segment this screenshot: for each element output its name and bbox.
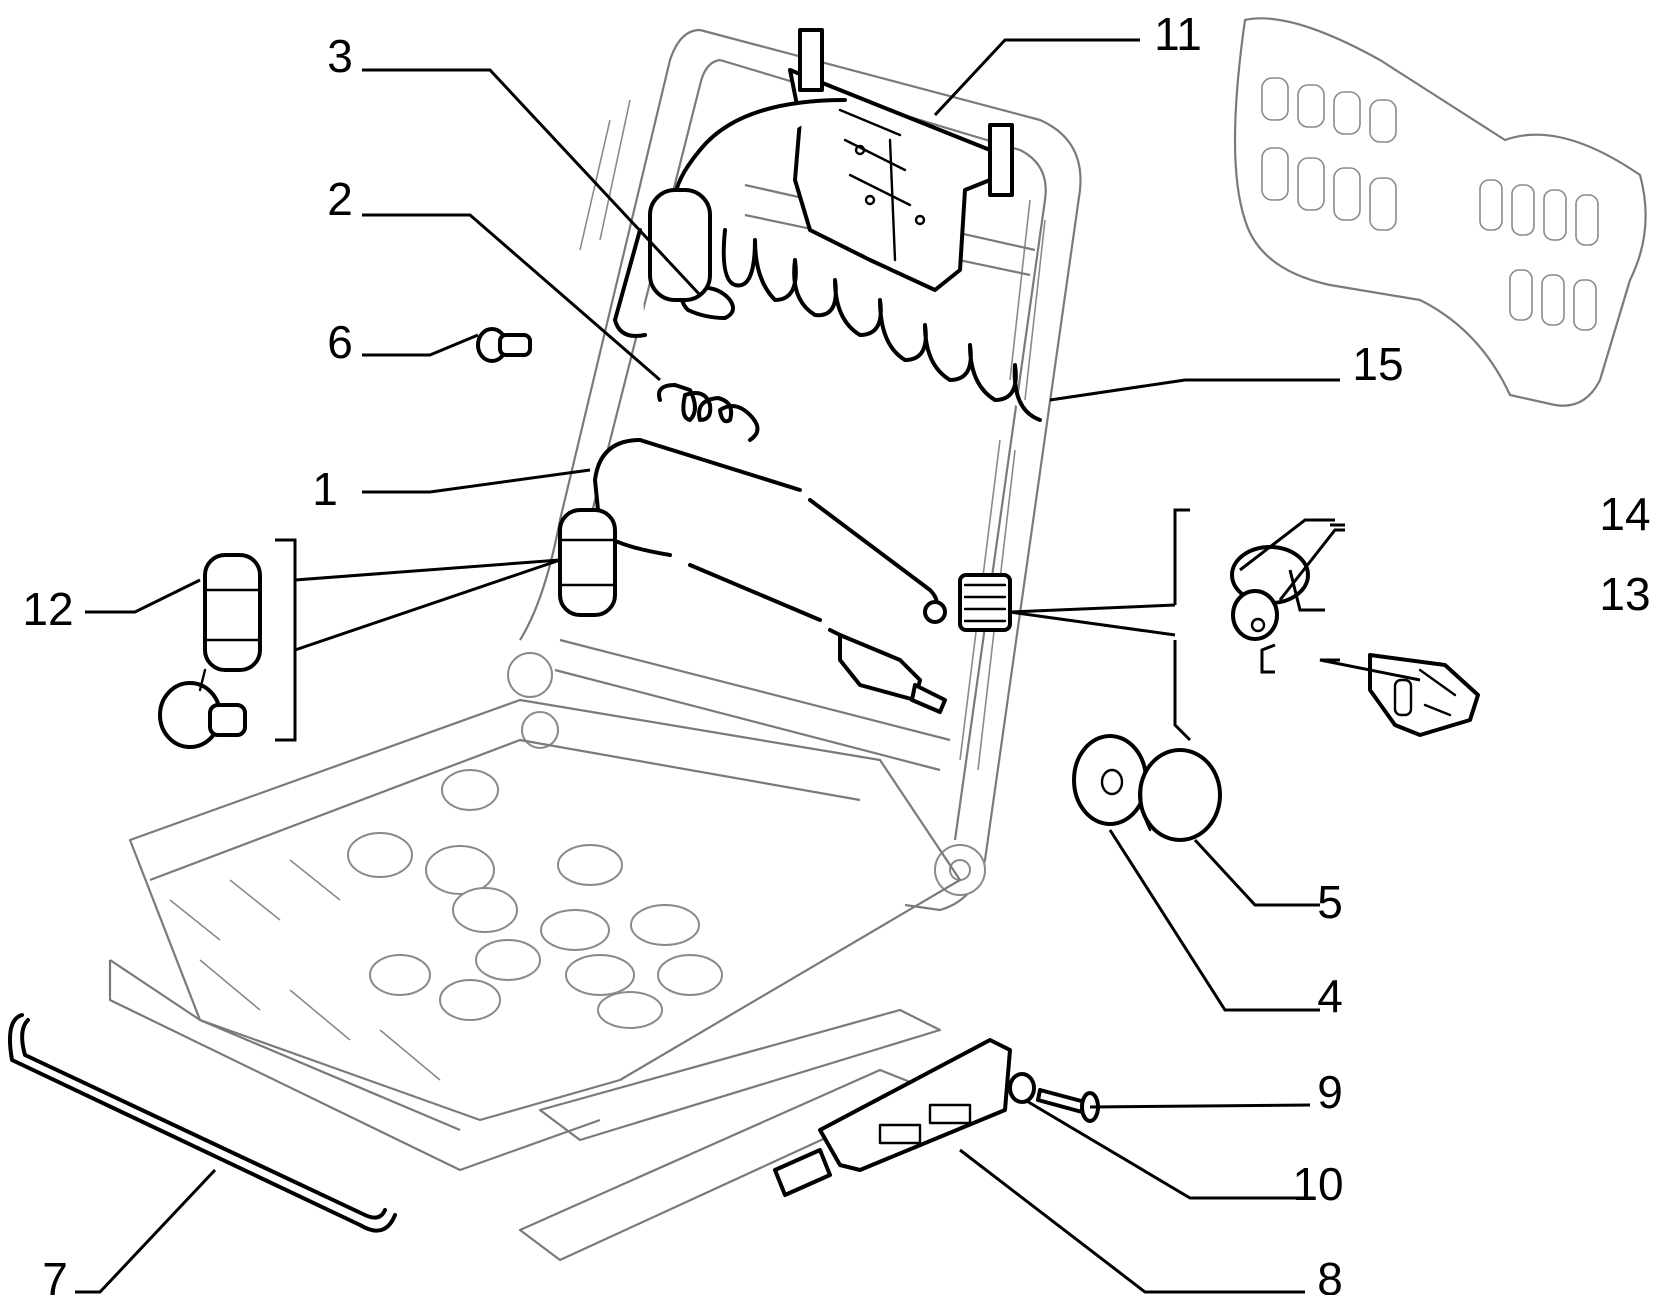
callout-9: 9: [1317, 1066, 1343, 1118]
callout-6: 6: [327, 316, 353, 368]
knob: [1138, 748, 1222, 842]
push-pin: [476, 327, 532, 363]
leader-lines: [75, 38, 1421, 1294]
callout-4: 4: [1317, 970, 1343, 1022]
callout-10: 10: [1292, 1158, 1343, 1210]
tension-spring: [657, 383, 760, 442]
screw: [1036, 1088, 1100, 1123]
callout-7: 7: [42, 1253, 68, 1295]
clip: [613, 98, 847, 338]
callout-12: 12: [22, 583, 73, 635]
callout-15: 15: [1352, 338, 1403, 390]
seat-back-frame: [507, 28, 1082, 912]
mounting-bracket: [1368, 653, 1480, 737]
lumbar-pump: [158, 553, 262, 749]
callout-2: 2: [327, 173, 353, 225]
headrest-bracket: [788, 28, 1014, 292]
back-pad-panel: [1233, 17, 1647, 407]
callout-8: 8: [1317, 1253, 1343, 1295]
callout-14: 14: [1599, 488, 1650, 540]
zig-zag-spring: [721, 228, 1042, 422]
pneumatic-tube-assembly: [593, 438, 1012, 714]
washer: [1072, 734, 1148, 826]
callout-labels: 1 2 3 4 5 6 7 8 9 10 11 12 13 14 15: [22, 8, 1650, 1295]
seat-rail-adjuster: [773, 1038, 1012, 1197]
callout-1: 1: [312, 463, 338, 515]
callout-13: 13: [1599, 568, 1650, 620]
callout-11: 11: [1154, 8, 1202, 60]
callout-5: 5: [1317, 876, 1343, 928]
rubber-trim-strip: [8, 1013, 397, 1233]
callout-3: 3: [327, 30, 353, 82]
nut: [1008, 1072, 1036, 1104]
seat-cushion-frame: [108, 698, 962, 1262]
lumbar-cylinder: [558, 508, 617, 617]
